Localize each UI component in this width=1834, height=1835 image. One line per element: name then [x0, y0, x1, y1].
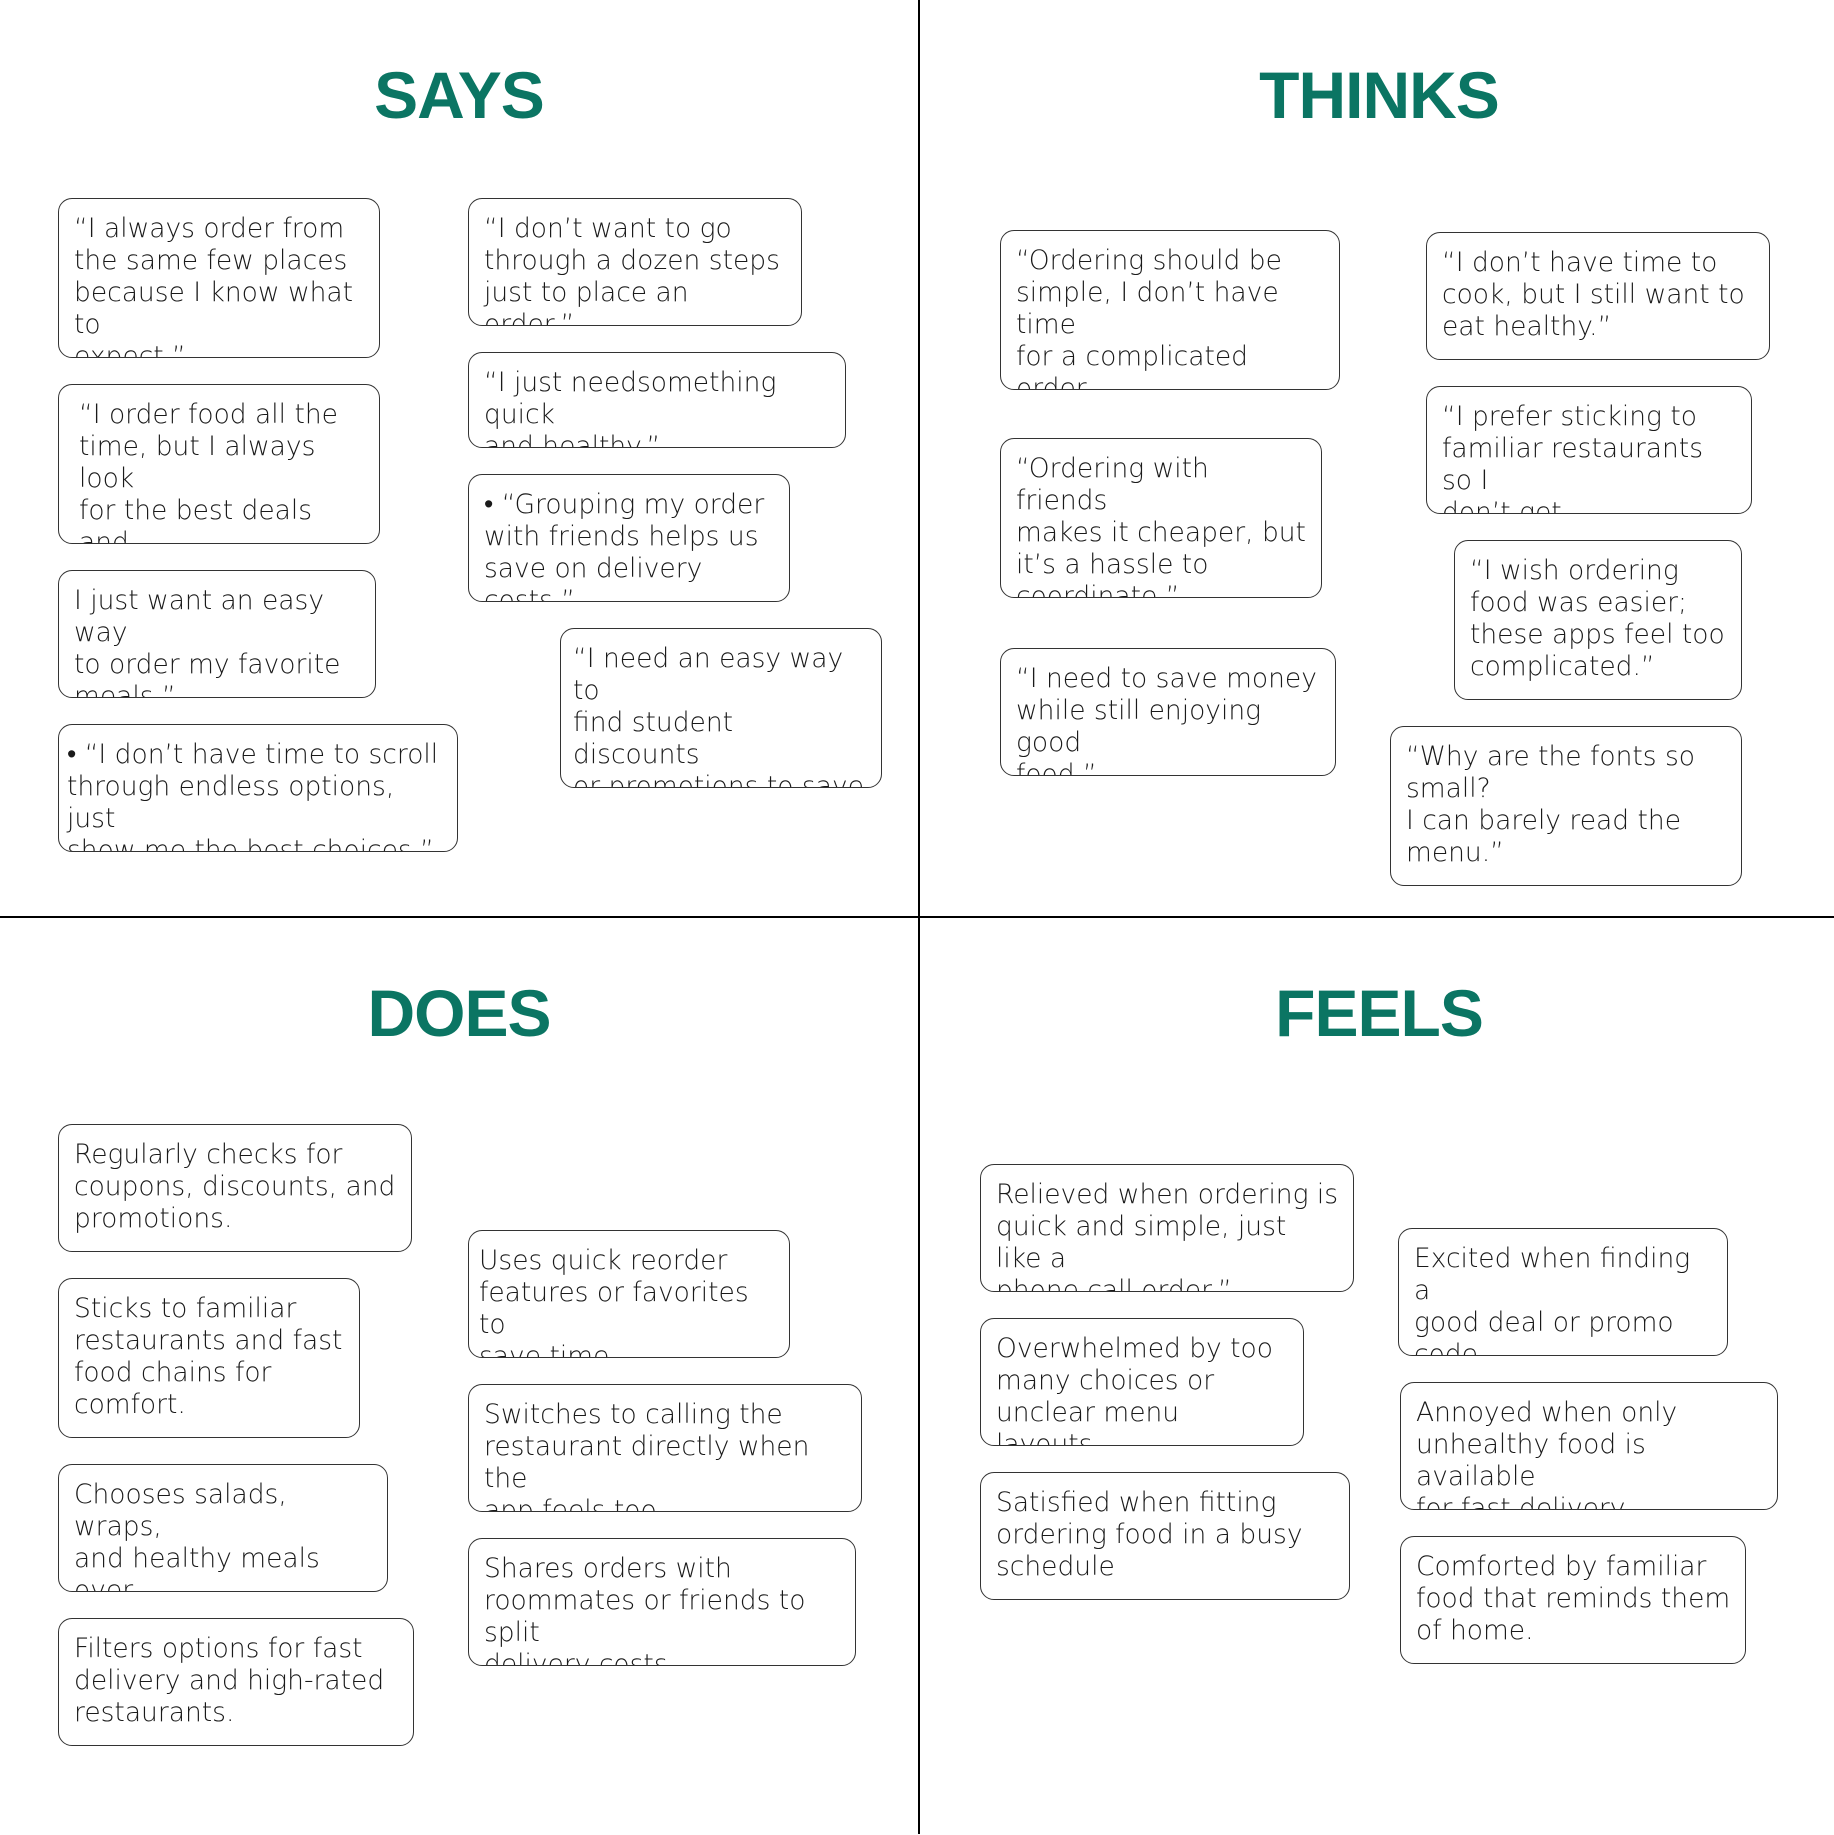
does-title: DOES — [367, 976, 551, 1050]
thinks-card[interactable]: “I wish ordering food was easier; these … — [1454, 540, 1742, 700]
thinks-title: THINKS — [1259, 58, 1500, 132]
says-title: SAYS — [374, 58, 545, 132]
says-card[interactable]: “I need an easy way to find student disc… — [560, 628, 882, 788]
feels-card[interactable]: Annoyed when only unhealthy food is avai… — [1400, 1382, 1778, 1510]
thinks-quadrant: THINKS “Ordering should be simple, I don… — [920, 0, 1834, 917]
thinks-card[interactable]: “Why are the fonts so small? I can barel… — [1390, 726, 1742, 886]
does-card[interactable]: Chooses salads, wraps, and healthy meals… — [58, 1464, 388, 1592]
feels-card[interactable]: Satisfied when fitting ordering food in … — [980, 1472, 1350, 1600]
does-card[interactable]: Uses quick reorder features or favorites… — [468, 1230, 790, 1358]
does-card[interactable]: Sticks to familiar restaurants and fast … — [58, 1278, 360, 1438]
says-card[interactable]: “I just needsomething quick and healthy.… — [468, 352, 846, 448]
thinks-card[interactable]: “I prefer sticking to familiar restauran… — [1426, 386, 1752, 514]
horizontal-divider — [0, 916, 1834, 918]
does-card[interactable]: Regularly checks for coupons, discounts,… — [58, 1124, 412, 1252]
does-card[interactable]: Switches to calling the restaurant direc… — [468, 1384, 862, 1512]
feels-title: FEELS — [1275, 976, 1484, 1050]
feels-card[interactable]: Overwhelmed by too many choices or uncle… — [980, 1318, 1304, 1446]
feels-card[interactable]: Comforted by familiar food that reminds … — [1400, 1536, 1746, 1664]
says-card[interactable]: “I don’t want to go through a dozen step… — [468, 198, 802, 326]
thinks-card[interactable]: “Ordering should be simple, I don’t have… — [1000, 230, 1340, 390]
thinks-card[interactable]: “I need to save money while still enjoyi… — [1000, 648, 1336, 776]
does-card[interactable]: Shares orders with roommates or friends … — [468, 1538, 856, 1666]
thinks-card[interactable]: “I don’t have time to cook, but I still … — [1426, 232, 1770, 360]
does-quadrant: DOES Regularly checks for coupons, disco… — [0, 918, 918, 1835]
says-card[interactable]: • “I don’t have time to scroll through e… — [58, 724, 458, 852]
feels-quadrant: FEELS Relieved when ordering is quick an… — [920, 918, 1834, 1835]
says-quadrant: SAYS “I always order from the same few p… — [0, 0, 918, 917]
feels-card[interactable]: Relieved when ordering is quick and simp… — [980, 1164, 1354, 1292]
says-card[interactable]: “I always order from the same few places… — [58, 198, 380, 358]
does-card[interactable]: Filters options for fast delivery and hi… — [58, 1618, 414, 1746]
thinks-card[interactable]: “Ordering with friends makes it cheaper,… — [1000, 438, 1322, 598]
feels-card[interactable]: Excited when finding a good deal or prom… — [1398, 1228, 1728, 1356]
says-card[interactable]: I just want an easy way to order my favo… — [58, 570, 376, 698]
says-card[interactable]: “I order food all the time, but I always… — [58, 384, 380, 544]
says-card[interactable]: • “Grouping my order with friends helps … — [468, 474, 790, 602]
